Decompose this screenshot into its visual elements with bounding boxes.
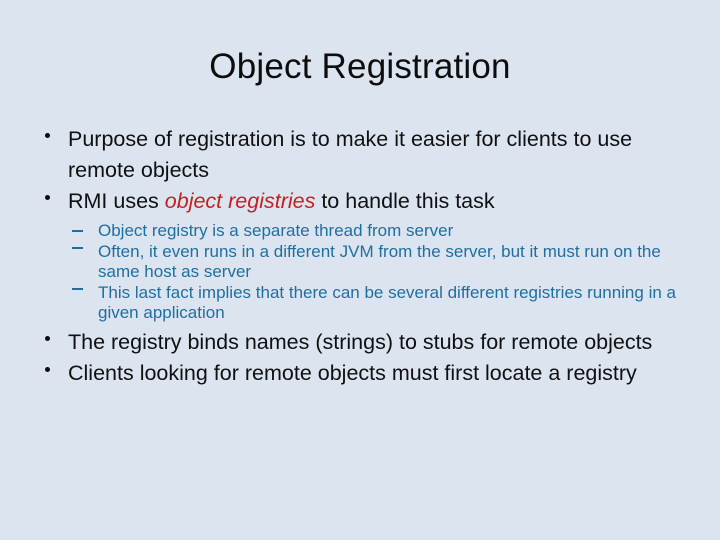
list-item: The registry binds names (strings) to st… <box>0 327 720 358</box>
slide-body: Purpose of registration is to make it ea… <box>0 124 720 389</box>
bullet-text-after: to handle this task <box>315 189 495 213</box>
bullet-text: Clients looking for remote objects must … <box>68 360 637 385</box>
bullet-list: Purpose of registration is to make it ea… <box>0 124 720 389</box>
sub-bullet-list: Object registry is a separate thread fro… <box>0 221 720 324</box>
bullet-dash-icon <box>72 287 83 290</box>
page-title: Object Registration <box>209 47 511 86</box>
bullet-text: RMI uses object registries to handle thi… <box>68 186 690 217</box>
bullet-text: Purpose of registration is to make it ea… <box>68 127 633 182</box>
bullet-text: The registry binds names (strings) to st… <box>68 329 653 354</box>
bullet-dash-icon <box>72 230 83 232</box>
sub-bullet-text: Object registry is a separate thread fro… <box>98 221 454 240</box>
bullet-dot-icon <box>45 335 50 341</box>
list-item: Clients looking for remote objects must … <box>0 358 720 389</box>
bullet-dot-icon <box>45 195 50 200</box>
list-item: Often, it even runs in a different JVM f… <box>0 242 720 283</box>
bullet-text-emphasis: object registries <box>164 189 316 213</box>
bullet-text-before: RMI uses <box>68 189 165 213</box>
bullet-dot-icon <box>45 133 50 138</box>
sub-bullet-group: Object registry is a separate thread fro… <box>0 221 720 324</box>
list-item: Purpose of registration is to make it ea… <box>0 124 720 186</box>
sub-bullet-text: This last fact implies that there can be… <box>98 282 676 323</box>
list-item: This last fact implies that there can be… <box>0 283 720 324</box>
sub-bullet-text: Often, it even runs in a different JVM f… <box>98 241 661 282</box>
list-item: RMI uses object registries to handle thi… <box>0 186 720 217</box>
bullet-dash-icon <box>72 246 83 249</box>
bullet-dot-icon <box>45 366 50 372</box>
list-item: Object registry is a separate thread fro… <box>0 221 720 242</box>
